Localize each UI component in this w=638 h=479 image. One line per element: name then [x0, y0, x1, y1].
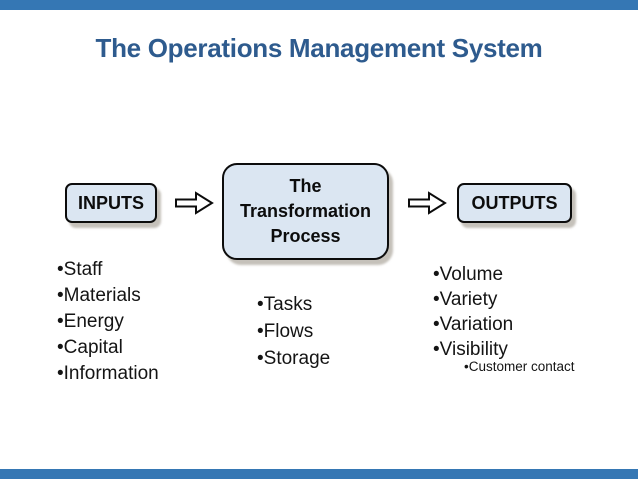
process-box-line: Process	[270, 226, 341, 246]
list-item: •Storage	[257, 348, 331, 369]
page-title: The Operations Management System	[95, 33, 543, 63]
list-item: •Capital	[57, 337, 123, 358]
list-item: •Materials	[57, 285, 141, 306]
list-item: •Flows	[257, 321, 314, 342]
bottom-accent-bar	[0, 469, 638, 479]
inputs-box: INPUTS	[65, 183, 157, 223]
block-arrow-right-icon	[408, 191, 447, 215]
transformation-process-box: The Transformation Process	[222, 163, 389, 260]
inputs-list: •Staff •Materials •Energy •Capital •Info…	[57, 257, 159, 387]
list-item: •Variation	[433, 314, 514, 335]
list-item: •Information	[57, 363, 159, 384]
list-item: •Staff	[57, 259, 103, 280]
outputs-box-label: OUTPUTS	[471, 192, 558, 213]
inputs-box-label: INPUTS	[77, 192, 144, 213]
top-accent-bar	[0, 0, 638, 10]
outputs-list: •Volume •Variety •Variation •Visibility	[433, 262, 513, 362]
outputs-sub-item: •Customer contact	[464, 359, 575, 374]
block-arrow-right-icon	[175, 191, 214, 215]
outputs-box: OUTPUTS	[457, 183, 572, 223]
list-item: •Tasks	[257, 294, 313, 315]
process-list: •Tasks •Flows •Storage	[257, 291, 330, 372]
process-box-line: The	[289, 176, 322, 196]
list-item: •Volume	[433, 264, 504, 285]
process-box-line: Transformation	[239, 201, 372, 221]
list-item: •Visibility	[433, 339, 508, 360]
list-item: •Energy	[57, 311, 124, 332]
list-item: •Variety	[433, 289, 498, 310]
